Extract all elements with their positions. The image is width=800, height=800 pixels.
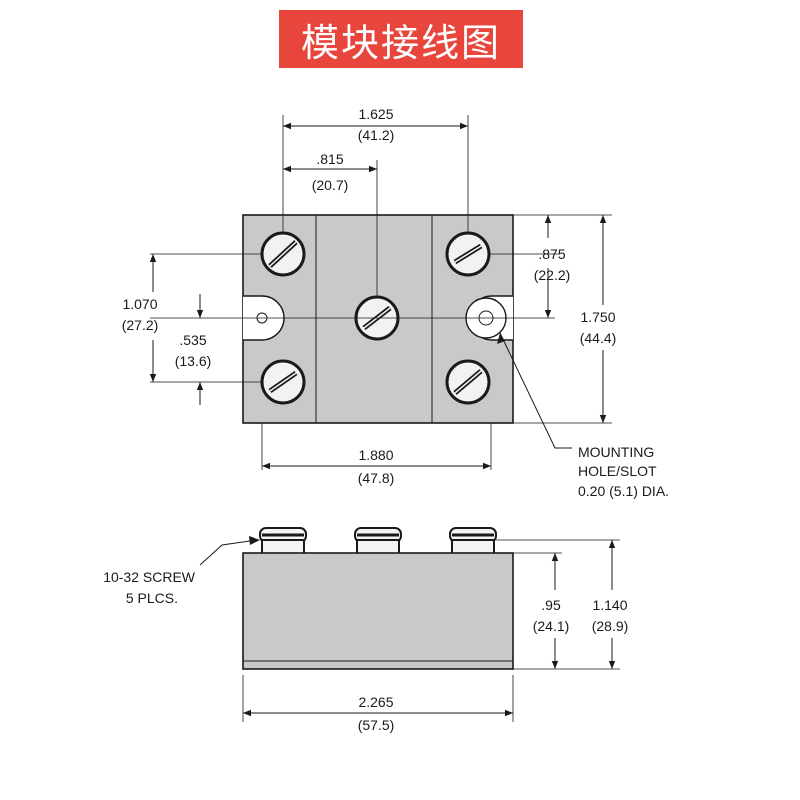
dim-1880-value: 1.880 <box>358 447 393 463</box>
dim-875-value: .875 <box>538 246 565 262</box>
screw-note-line1: 10-32 SCREW <box>103 569 196 585</box>
title-banner: 模块接线图 <box>279 10 523 68</box>
screw-top-right <box>445 231 491 277</box>
dim-1750-value: 1.750 <box>580 309 615 325</box>
dim-1140-metric: (28.9) <box>592 618 629 634</box>
mounting-hole-leader-arrowhead <box>497 333 505 344</box>
dim-1140-value: 1.140 <box>592 597 627 613</box>
screw-note-line2: 5 PLCS. <box>126 590 178 606</box>
dim-2265-metric: (57.5) <box>358 717 395 733</box>
module-body-side <box>242 552 514 670</box>
dim-95-metric: (24.1) <box>533 618 570 634</box>
dim-1070-metric: (27.2) <box>122 317 159 333</box>
mounting-note-line2: HOLE/SLOT <box>578 463 657 479</box>
screw-note-leader <box>199 539 258 566</box>
dim-535-metric: (13.6) <box>175 353 212 369</box>
screw-note-leader-arrowhead <box>249 536 260 545</box>
top-view: 1.625 (41.2) .815 (20.7) .875 (22.2) 1.7… <box>122 106 669 499</box>
side-view: 10-32 SCREW 5 PLCS. .95 (24.1) 1.140 (28… <box>103 527 629 733</box>
mounting-note-line1: MOUNTING <box>578 444 654 460</box>
dim-1750-metric: (44.4) <box>580 330 617 346</box>
dim-2265-value: 2.265 <box>358 694 393 710</box>
dim-1625-metric: (41.2) <box>358 127 395 143</box>
dim-1070-value: 1.070 <box>122 296 157 312</box>
side-screw-right <box>449 527 497 555</box>
screw-bottom-left <box>260 359 306 405</box>
diagram-title: 模块接线图 <box>300 20 501 65</box>
dim-95-value: .95 <box>541 597 561 613</box>
dim-815-metric: (20.7) <box>312 177 349 193</box>
mounting-note-line3: 0.20 (5.1) DIA. <box>578 483 669 499</box>
dim-875-metric: (22.2) <box>534 267 571 283</box>
mounting-hole-leader <box>499 332 572 449</box>
dim-1880-metric: (47.8) <box>358 470 395 486</box>
dim-535-value: .535 <box>179 332 206 348</box>
screw-bottom-right <box>445 359 491 405</box>
side-screw-left <box>259 527 307 555</box>
screw-top-left <box>260 231 306 277</box>
dim-1625-value: 1.625 <box>358 106 393 122</box>
dim-815-value: .815 <box>316 151 343 167</box>
side-screw-center <box>354 527 402 555</box>
